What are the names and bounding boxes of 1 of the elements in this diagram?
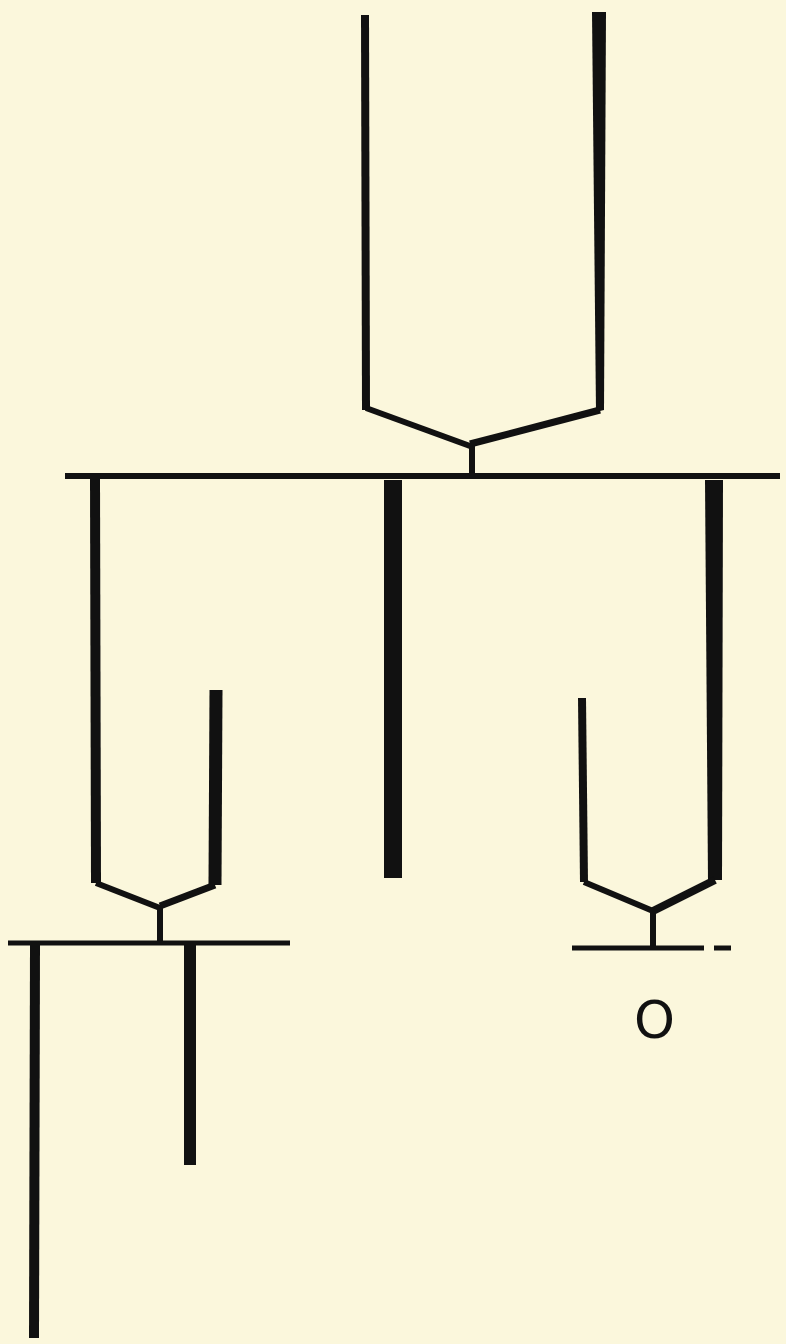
label-text: O <box>634 994 675 1046</box>
